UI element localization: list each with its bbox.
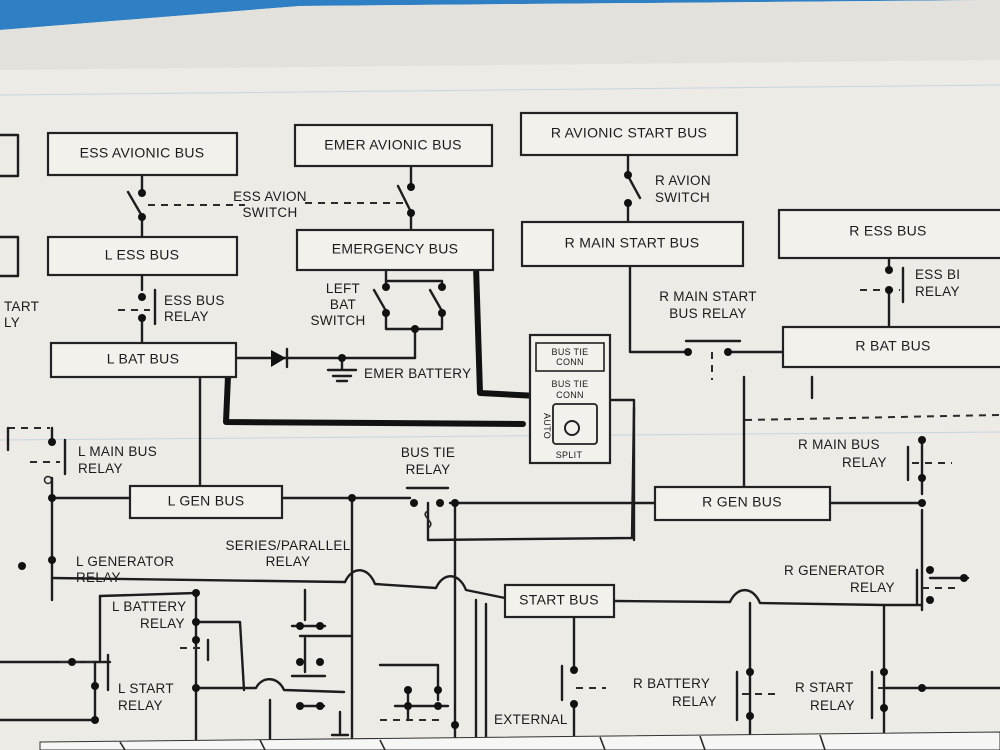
r-start-relay-label: R START <box>795 680 854 695</box>
emergency-bus-box <box>295 228 495 272</box>
bus-tie-conn-inner <box>535 342 605 372</box>
ess-bus-relay-label: RELAY <box>164 309 209 324</box>
l-battery-relay-label: L BATTERY <box>112 599 186 614</box>
r-main-start-bus-relay-label: R MAIN START <box>659 289 757 304</box>
grid-line <box>0 431 1000 441</box>
bottom-page-strip <box>39 731 1000 750</box>
l-start-relay-label: L START <box>118 681 174 696</box>
r-ess-bus-label: R ESS BUS <box>849 223 926 239</box>
junctions <box>18 171 968 729</box>
l-main-bus-relay-label: RELAY <box>78 461 123 476</box>
l-generator-relay-label: RELAY <box>76 570 121 585</box>
l-ess-bus-label: L ESS BUS <box>105 247 180 263</box>
emergency-bus-label: EMERGENCY BUS <box>332 241 459 257</box>
r-battery-relay-label: R BATTERY <box>633 676 710 691</box>
ess-avionic-bus-label: ESS AVIONIC BUS <box>80 145 205 161</box>
r-main-bus-relay-label: RELAY <box>842 455 887 470</box>
r-main-bus-relay-label: R MAIN BUS <box>798 437 880 452</box>
r-avion-switch-label: R AVION <box>655 173 711 188</box>
r-ess-bus-box <box>777 208 1000 260</box>
ess-bus-relay-right-label: ESS BI <box>915 267 960 282</box>
ess-avionic-bus-box <box>46 131 239 177</box>
bus-tie-conn-label: CONN <box>556 357 584 367</box>
split-label: SPLIT <box>556 450 583 460</box>
ess-avion-switch-label: SWITCH <box>242 205 297 220</box>
grid-line <box>0 84 1000 96</box>
ess-bus-relay-label: ESS BUS <box>164 293 225 308</box>
bus-tie-relay-label: BUS TIE <box>401 445 455 460</box>
l-gen-bus-label: L GEN BUS <box>168 493 245 509</box>
l-ess-bus-box <box>46 235 239 277</box>
left-bat-switch-label: LEFT <box>326 281 360 296</box>
r-gen-bus-label: R GEN BUS <box>702 494 782 510</box>
r-generator-relay-label: R GENERATOR <box>784 563 885 578</box>
r-generator-relay-label: RELAY <box>850 580 895 595</box>
emer-avionic-bus-box <box>293 123 494 168</box>
bottom-page-lines <box>119 734 826 750</box>
external-label: EXTERNAL <box>494 712 568 727</box>
series-parallel-relay-label: RELAY <box>266 554 311 569</box>
ess-avion-switch-label: ESS AVION <box>233 189 307 204</box>
bus-tie-switch-knob <box>564 420 580 436</box>
bus-labels: ESS AVIONIC BUS EMER AVIONIC BUS R AVION… <box>80 125 931 608</box>
l-start-relay-label: RELAY <box>118 698 163 713</box>
series-parallel-relay-label: SERIES/PARALLEL <box>225 538 350 553</box>
r-bat-bus-label: R BAT BUS <box>855 338 930 354</box>
r-main-start-bus-relay-label: BUS RELAY <box>669 306 746 321</box>
l-battery-relay-label: RELAY <box>140 616 185 631</box>
r-battery-relay-label: RELAY <box>672 694 717 709</box>
start-relay-left-label: LY <box>4 315 20 330</box>
bus-tie-conn-label: BUS TIE <box>552 347 589 357</box>
r-start-relay-label: RELAY <box>810 698 855 713</box>
l-main-bus-relay-label: L MAIN BUS <box>78 444 157 459</box>
component-labels: ESS AVION SWITCH R AVION SWITCH ESS BUS … <box>4 173 960 727</box>
r-main-start-bus-box <box>520 220 745 268</box>
r-main-start-bus-label: R MAIN START BUS <box>565 235 700 251</box>
left-bat-switch-label: BAT <box>330 297 356 312</box>
start-bus-label: START BUS <box>519 592 599 608</box>
auto-label: AUTO <box>542 413 552 439</box>
start-relay-left-label: TART <box>4 299 39 314</box>
start-bus-box <box>503 583 616 619</box>
wiring <box>0 133 1000 747</box>
emer-avionic-bus-label: EMER AVIONIC BUS <box>324 137 462 153</box>
ess-bus-relay-right-label: RELAY <box>915 284 960 299</box>
diode-icon <box>271 350 286 367</box>
bus-tie-conn-label: BUS TIE <box>552 379 589 389</box>
r-avion-switch-label: SWITCH <box>655 190 710 205</box>
bus-tie-relay-label: RELAY <box>406 462 451 477</box>
bus-tie-conn-label: CONN <box>556 390 584 400</box>
l-generator-relay-label: L GENERATOR <box>76 554 174 569</box>
emer-battery-label: EMER BATTERY <box>364 366 471 381</box>
bus-boxes <box>46 111 1000 619</box>
r-gen-bus-box <box>653 485 832 522</box>
r-avionic-start-bus-label: R AVIONIC START BUS <box>551 125 707 141</box>
bus-tie-switch-body <box>552 403 598 445</box>
l-gen-bus-box <box>128 484 284 520</box>
l-bat-bus-label: L BAT BUS <box>107 351 179 367</box>
r-bat-bus-box <box>781 325 1000 369</box>
paper-shade <box>0 0 1000 70</box>
l-bat-bus-box <box>49 341 238 379</box>
left-bat-switch-label: SWITCH <box>310 313 365 328</box>
r-avionic-start-bus-box <box>519 111 739 157</box>
